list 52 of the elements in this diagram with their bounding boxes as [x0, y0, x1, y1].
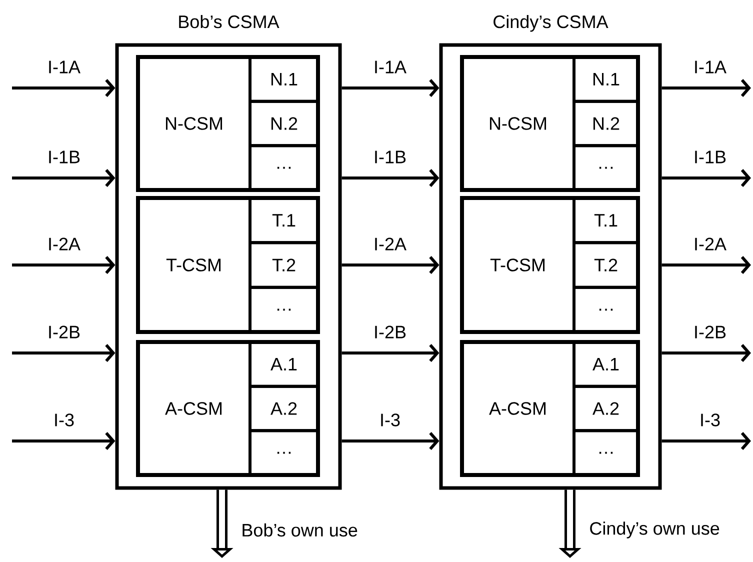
slot-box: …: [572, 429, 640, 476]
slot-box: N.2: [572, 100, 640, 148]
slot-box: T.2: [248, 241, 320, 289]
slot-box: A.2: [248, 384, 320, 432]
arrow: [662, 169, 751, 187]
edge-label: I-2A: [46, 236, 82, 252]
slot-box: …: [248, 286, 320, 334]
edge-label: I-3: [378, 412, 402, 428]
slot-box: T.2: [572, 241, 640, 289]
edge-label: I-1A: [46, 60, 82, 74]
arrow: [662, 432, 751, 450]
node-label: Bob’s CSMA: [179, 14, 280, 28]
slot-box: A.2: [572, 384, 640, 432]
edge-label: I-2A: [692, 236, 728, 252]
arrow: [662, 256, 751, 274]
slot-box: N.2: [248, 100, 320, 148]
edge-label: I-2B: [372, 324, 408, 340]
arrow: [342, 169, 440, 187]
edge-label: Bob’s own use: [240, 522, 359, 538]
arrow: [342, 344, 440, 362]
slot-box: A.1: [572, 340, 640, 388]
arrow: [342, 79, 440, 97]
edge-label: I-1B: [692, 150, 728, 164]
slot-box: T.1: [572, 196, 640, 244]
edge-label: I-2B: [46, 324, 82, 340]
edge-label: I-2A: [372, 236, 408, 252]
edge-label: I-1B: [372, 150, 408, 164]
edge-label: Cindy’s own use: [588, 520, 721, 540]
arrow: [662, 79, 751, 97]
edge-label: I-3: [52, 412, 76, 428]
arrow: [342, 256, 440, 274]
arrow: [12, 169, 116, 187]
arrow: [342, 432, 440, 450]
slot-box: N.1: [248, 56, 320, 103]
slot-box: …: [572, 144, 640, 192]
edge-label: I-3: [698, 412, 722, 428]
slot-box: N.1: [572, 56, 640, 103]
slot-box: T.1: [248, 196, 320, 244]
edge-label: I-1A: [372, 60, 408, 74]
arrow: [662, 344, 751, 362]
slot-box: …: [248, 429, 320, 476]
node-label: Cindy’s CSMA: [494, 14, 608, 32]
edge-label: I-1A: [692, 60, 728, 74]
arrow: [12, 256, 116, 274]
arrow: [12, 344, 116, 362]
edge-label: I-1B: [46, 150, 82, 164]
slot-box: A.1: [248, 340, 320, 388]
edge-label: I-2B: [692, 324, 728, 340]
arrow: [12, 432, 116, 450]
arrow: [12, 79, 116, 97]
slot-box: …: [248, 144, 320, 192]
slot-box: …: [572, 286, 640, 334]
